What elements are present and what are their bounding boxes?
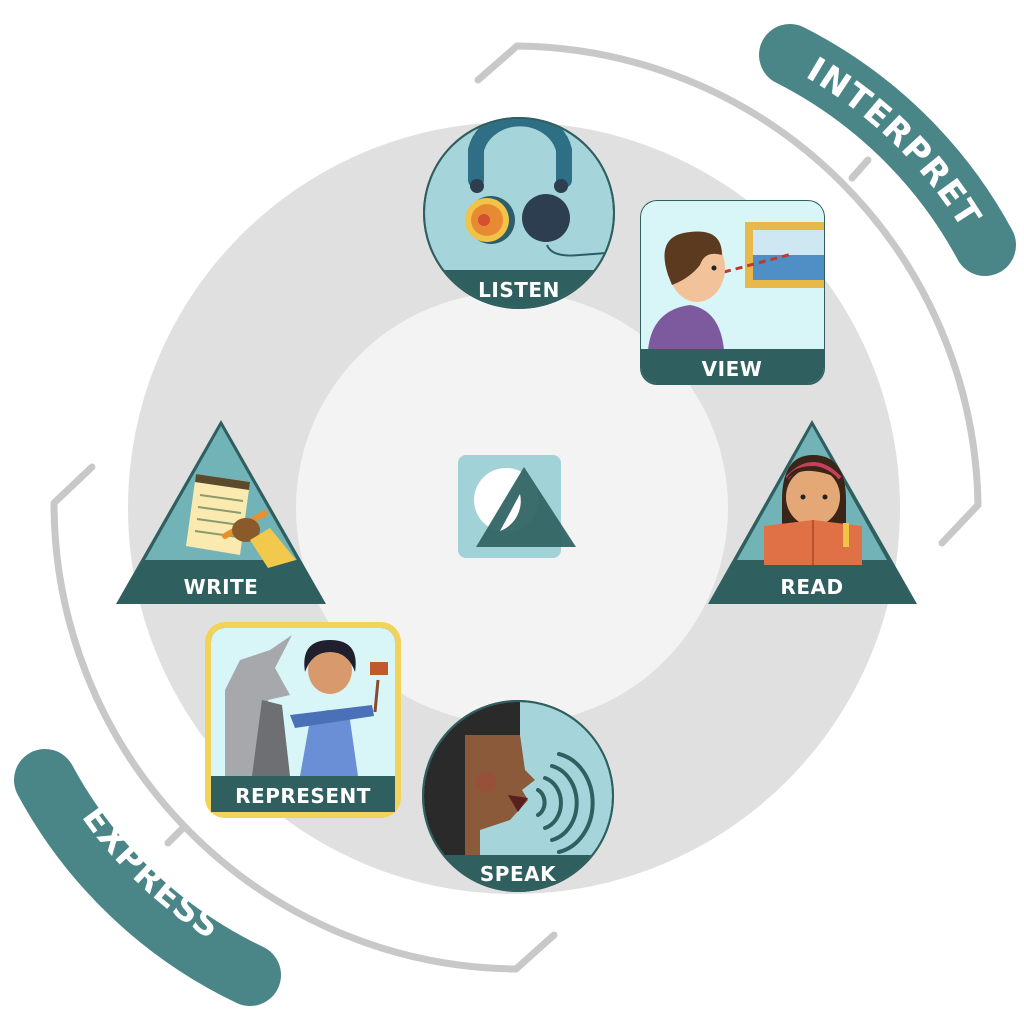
- mode-label: WRITE: [184, 575, 259, 599]
- interpret-bracket: [474, 42, 982, 547]
- mode-read[interactable]: READ: [708, 420, 917, 604]
- interpret-label: INTERPRET: [800, 50, 987, 236]
- mode-label: SPEAK: [480, 862, 557, 886]
- headphones-icon: [465, 119, 613, 257]
- mode-write[interactable]: WRITE: [116, 420, 326, 604]
- mode-view[interactable]: VIEW: [640, 200, 825, 385]
- mode-listen[interactable]: LISTEN: [420, 115, 620, 315]
- sculptor-unicorn-icon: [225, 635, 388, 776]
- hand-writing-notepad-icon: [186, 474, 296, 568]
- mode-represent[interactable]: REPRESENT: [205, 622, 401, 818]
- express-bracket: [50, 463, 558, 973]
- shapes-logo-icon: [458, 455, 576, 558]
- mode-label: READ: [780, 575, 843, 599]
- sound-waves-icon: [536, 752, 595, 854]
- svg-text:INTERPRET: INTERPRET: [800, 50, 989, 236]
- girl-reading-book-icon: [764, 455, 862, 565]
- boy-viewing-painting-icon: [648, 222, 824, 350]
- mode-label: REPRESENT: [235, 784, 371, 808]
- speaking-person-icon: [424, 702, 535, 880]
- mode-label: VIEW: [702, 357, 763, 381]
- mode-label: LISTEN: [478, 278, 560, 302]
